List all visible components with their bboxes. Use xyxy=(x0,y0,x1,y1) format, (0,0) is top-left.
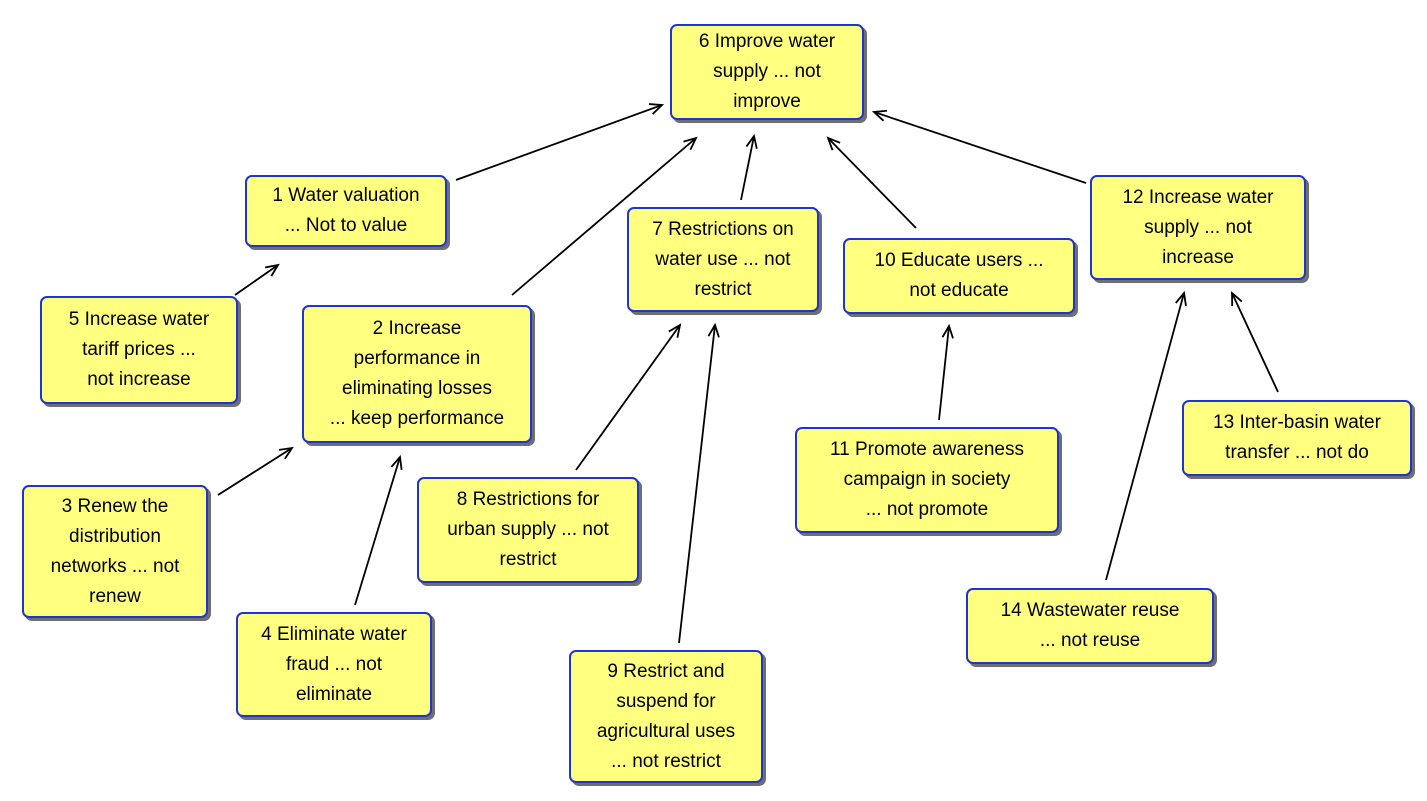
arrowhead-n4-to-n2 xyxy=(390,454,403,471)
node-label: 10 Educate users ... not educate xyxy=(874,250,1044,301)
node-label: 14 Wastewater reuse ... not reuse xyxy=(1000,600,1180,651)
arrowhead-n7-to-n6 xyxy=(745,133,758,149)
node-4-eliminate-water-fraud[interactable]: 4 Eliminate water fraud ... not eliminat… xyxy=(236,612,432,717)
link-n7-to-n6 xyxy=(740,135,755,201)
link-n12-to-n6 xyxy=(873,111,1087,184)
arrowhead-n9-to-n7 xyxy=(707,322,720,338)
node-2-increase-performance[interactable]: 2 Increase performance in eliminating lo… xyxy=(302,305,532,443)
link-n1-to-n6 xyxy=(455,104,663,181)
arrowhead-n1-to-n6 xyxy=(648,103,665,115)
node-label: 8 Restrictions for urban supply ... not … xyxy=(447,489,609,570)
node-label: 5 Increase water tariff prices ... not i… xyxy=(68,309,210,390)
link-n14-to-n12 xyxy=(1105,292,1185,581)
node-1-water-valuation[interactable]: 1 Water valuation ... Not to value xyxy=(245,175,447,247)
arrowhead-n8-to-n7 xyxy=(668,323,682,338)
node-9-restrict-agricultural-uses[interactable]: 9 Restrict and suspend for agricultural … xyxy=(569,650,763,783)
node-label: 4 Eliminate water fraud ... not eliminat… xyxy=(261,623,407,705)
link-n13-to-n12 xyxy=(1231,292,1279,393)
node-label: 1 Water valuation ... Not to value xyxy=(272,185,420,236)
link-n8-to-n7 xyxy=(575,324,681,471)
node-label: 12 Increase water supply ... not increas… xyxy=(1122,186,1274,268)
arrowhead-n10-to-n6 xyxy=(826,136,841,151)
link-n2-to-n6 xyxy=(511,137,697,296)
node-8-restrictions-urban-supply[interactable]: 8 Restrictions for urban supply ... not … xyxy=(417,477,639,583)
link-n5-to-n1 xyxy=(234,264,279,296)
arrowhead-n3-to-n2 xyxy=(279,446,294,460)
arrowhead-n5-to-n1 xyxy=(265,263,280,277)
link-n10-to-n6 xyxy=(827,137,917,229)
arrowhead-n13-to-n12 xyxy=(1231,290,1243,307)
node-5-increase-tariff-prices[interactable]: 5 Increase water tariff prices ... not i… xyxy=(40,296,238,404)
node-label: 6 Improve water supply ... not improve xyxy=(698,31,836,112)
link-n9-to-n7 xyxy=(678,324,716,644)
node-label: 9 Restrict and suspend for agricultural … xyxy=(596,660,736,772)
node-14-wastewater-reuse[interactable]: 14 Wastewater reuse ... not reuse xyxy=(966,588,1214,664)
node-label: 3 Renew the distribution networks ... no… xyxy=(50,495,180,607)
node-7-restrictions-on-water-use[interactable]: 7 Restrictions on water use ... not rest… xyxy=(627,207,819,312)
link-n11-to-n10 xyxy=(938,325,950,421)
link-n3-to-n2 xyxy=(217,447,293,496)
arrowhead-n11-to-n10 xyxy=(941,323,954,339)
node-10-educate-users[interactable]: 10 Educate users ... not educate xyxy=(843,238,1075,314)
link-n4-to-n2 xyxy=(354,456,401,606)
node-label: 7 Restrictions on water use ... not rest… xyxy=(652,218,794,300)
node-label: 2 Increase performance in eliminating lo… xyxy=(329,318,505,429)
arrowhead-n12-to-n6 xyxy=(871,109,888,122)
node-label: 11 Promote awareness campaign in society… xyxy=(830,439,1024,520)
node-12-increase-water-supply[interactable]: 12 Increase water supply ... not increas… xyxy=(1090,175,1306,280)
node-11-promote-awareness-campaign[interactable]: 11 Promote awareness campaign in society… xyxy=(795,427,1059,533)
node-13-inter-basin-water-transfer[interactable]: 13 Inter-basin water transfer ... not do xyxy=(1182,400,1412,476)
node-3-renew-distribution-networks[interactable]: 3 Renew the distribution networks ... no… xyxy=(22,485,208,618)
arrowhead-n2-to-n6 xyxy=(683,136,698,151)
node-label: 13 Inter-basin water transfer ... not do xyxy=(1213,412,1381,463)
node-6-improve-water-supply[interactable]: 6 Improve water supply ... not improve xyxy=(670,24,864,120)
arrowhead-n14-to-n12 xyxy=(1175,290,1187,306)
